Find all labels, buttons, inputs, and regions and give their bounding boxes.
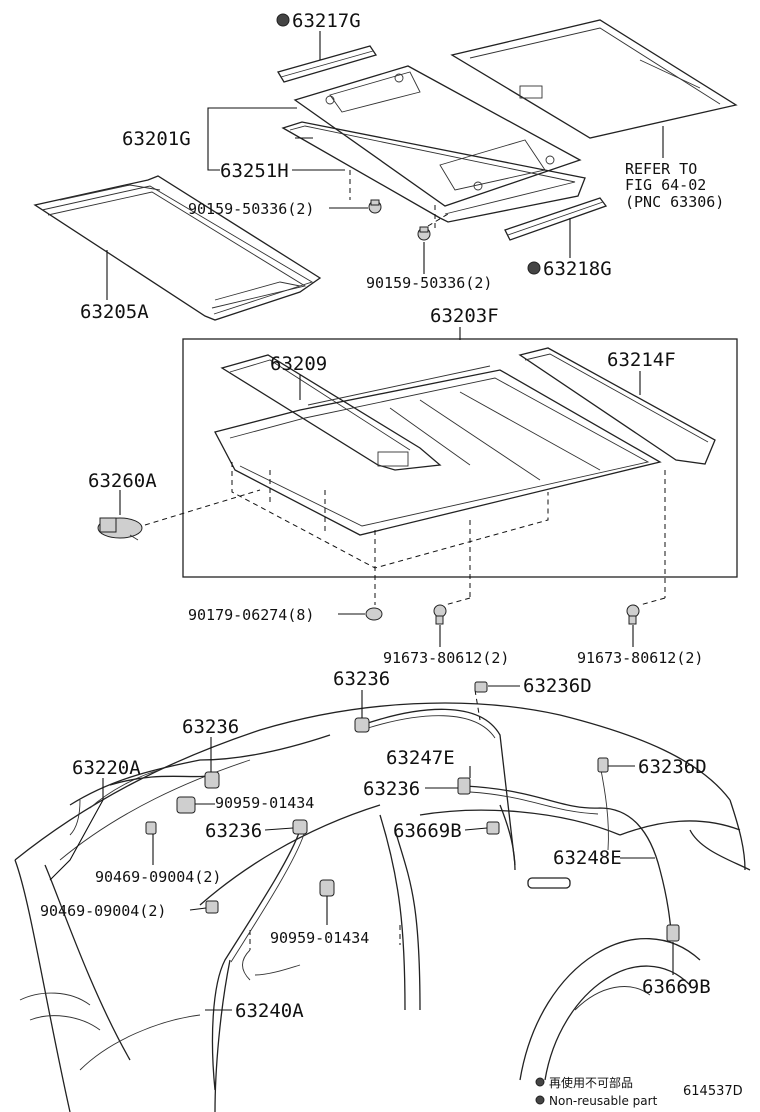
label-63205A: 63205A (80, 301, 149, 323)
figure-number: 614537D (683, 1084, 743, 1099)
bolt-b-drawing (626, 604, 640, 625)
label-63236-lower: 63236 (205, 820, 262, 842)
label-63240A: 63240A (235, 1000, 304, 1022)
label-90159-50336-a: 90159-50336(2) (188, 200, 314, 218)
label-63214F: 63214F (607, 349, 676, 371)
label-63220A: 63220A (72, 757, 141, 779)
legend-marker-icon (535, 1095, 545, 1105)
label-63669B-mid: 63669B (393, 820, 462, 842)
label-63236D-top: 63236D (523, 675, 592, 697)
deflector-frame-drawing (33, 175, 322, 321)
label-90179-06274: 90179-06274(8) (188, 606, 314, 624)
label-63217G: 63217G (292, 10, 361, 32)
label-63236-left: 63236 (182, 716, 239, 738)
glass-weatherstrip-drawing (281, 121, 586, 223)
legend: 再使用不可部品 Non-reusable part 614537D (535, 1075, 743, 1108)
clip-parts-drawing (145, 681, 680, 942)
label-90469-09004-a: 90469-09004(2) (95, 868, 221, 886)
label-63236D-right: 63236D (638, 756, 707, 778)
reference-line-2: FIG 64-02 (625, 176, 706, 194)
label-63251H: 63251H (220, 160, 289, 182)
label-63209: 63209 (270, 353, 327, 375)
screw-a-drawing (368, 199, 382, 214)
housing-assembly (97, 338, 738, 625)
non-reusable-marker-icon (527, 261, 541, 275)
legend-item-english: Non-reusable part (549, 1094, 658, 1108)
label-63236-top: 63236 (333, 668, 390, 690)
car-body-drawing (14, 702, 751, 1112)
reference-line-3: (PNC 63306) (625, 193, 724, 211)
label-90959-01434-b: 90959-01434 (270, 929, 369, 947)
label-90959-01434-a: 90959-01434 (215, 794, 314, 812)
label-63236-mid: 63236 (363, 778, 420, 800)
label-63260A: 63260A (88, 470, 157, 492)
label-90469-09004-b: 90469-09004(2) (40, 902, 166, 920)
reference-line-1: REFER TO (625, 160, 697, 178)
side-rail-drawing (518, 347, 716, 465)
legend-item-japanese: 再使用不可部品 (549, 1075, 633, 1090)
label-91673-80612-a: 91673-80612(2) (383, 649, 509, 667)
weatherstrip-rear-drawing (504, 197, 608, 241)
label-91673-80612-b: 91673-80612(2) (577, 649, 703, 667)
label-63247E: 63247E (386, 747, 455, 769)
leader-lines (49, 31, 674, 1011)
front-panel-drawing (220, 354, 442, 471)
label-90159-50336-b: 90159-50336(2) (366, 274, 492, 292)
sunroof-motor-drawing (97, 517, 143, 541)
part-labels: 63217G 63201G 63251H 90159-50336(2) 9015… (40, 10, 724, 1022)
label-63201G: 63201G (122, 128, 191, 150)
housing-frame-drawing (214, 365, 662, 536)
upper-glass-assembly (33, 19, 738, 321)
label-63669B-bottom: 63669B (642, 976, 711, 998)
drain-hoses-drawing (109, 689, 673, 1091)
non-reusable-marker-icon (276, 13, 290, 27)
weatherstrip-front-drawing (277, 45, 378, 83)
label-63248E: 63248E (553, 847, 622, 869)
legend-marker-icon (535, 1077, 545, 1087)
label-63203F: 63203F (430, 305, 499, 327)
bolt-a-drawing (433, 604, 447, 625)
screw-b-drawing (417, 226, 431, 241)
label-63218G: 63218G (543, 258, 612, 280)
sunroof-glass-drawing (293, 65, 582, 207)
nut-drawing (365, 607, 383, 621)
sunshade-reference-drawing (450, 19, 738, 139)
